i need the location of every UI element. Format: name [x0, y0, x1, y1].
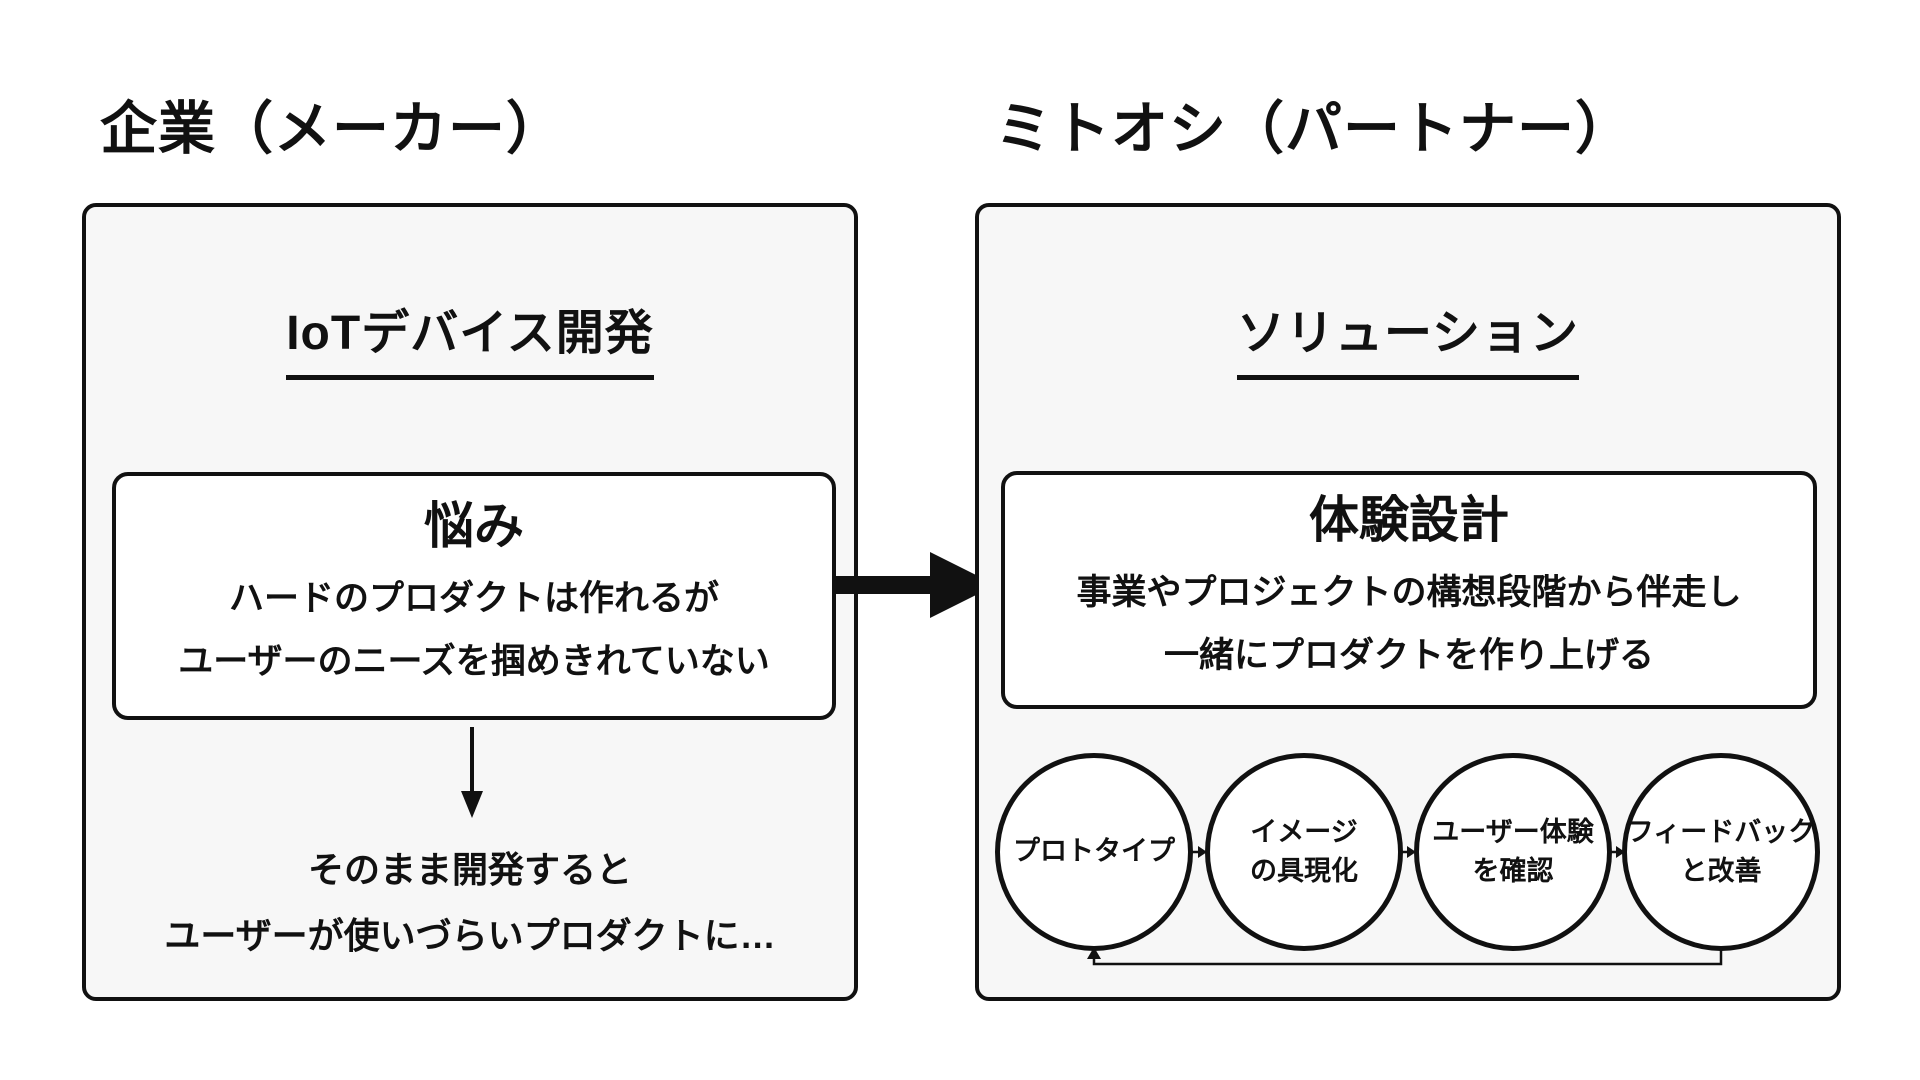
feedback-loop-arrow [1087, 947, 1723, 966]
step-arrow-icon [1190, 846, 1207, 858]
solution-card-line: 一緒にプロダクトを作り上げる [1163, 635, 1654, 675]
solution-card-line: 事業やプロジェクトの構想段階から伴走し [1076, 573, 1742, 613]
right-column-header: ミトオシ（パートナー） [995, 97, 1633, 161]
step-label: ユーザー体験 [1432, 816, 1594, 847]
step-circle-user-test: ユーザー体験 を確認 [1414, 753, 1612, 951]
solution-card: 体験設計 事業やプロジェクトの構想段階から伴走し 一緒にプロダクトを作り上げる [1001, 471, 1817, 709]
step-label: イメージ [1250, 816, 1358, 847]
step-label: フィードバック [1626, 816, 1816, 847]
down-arrow-icon [461, 727, 483, 818]
consequence-text: そのまま開発すると ユーザーが使いづらいプロダクトに… [86, 837, 854, 968]
problem-card: 悩み ハードのプロダクトは作れるが ユーザーのニーズを掴めきれていない [112, 472, 836, 720]
left-column-header: 企業（メーカー） [100, 97, 564, 161]
step-arrow-icon [1399, 846, 1416, 858]
problem-card-line: ユーザーのニーズを掴めきれていない [178, 641, 770, 681]
partner-panel-title-text: ソリューション [1236, 293, 1580, 380]
solution-card-title: 体験設計 [1309, 492, 1509, 549]
flow-arrow-icon [832, 552, 996, 618]
company-panel-title: IoTデバイス開発 [86, 293, 854, 380]
consequence-line: ユーザーが使いづらいプロダクトに… [164, 914, 776, 956]
consequence-line: そのまま開発すると [307, 849, 632, 890]
step-label: プロトタイプ [1013, 836, 1175, 867]
problem-card-line: ハードのプロダクトは作れるが [228, 579, 719, 619]
step-label: を確認 [1472, 856, 1554, 886]
partner-panel-title: ソリューション [979, 293, 1837, 380]
company-panel-title-text: IoTデバイス開発 [286, 293, 654, 380]
partner-panel: ソリューション 体験設計 事業やプロジェクトの構想段階から伴走し 一緒にプロダク… [975, 203, 1841, 1001]
step-label: と改善 [1680, 856, 1762, 886]
step-label: の具現化 [1250, 856, 1358, 886]
company-panel: IoTデバイス開発 悩み ハードのプロダクトは作れるが ユーザーのニーズを掴めき… [82, 203, 858, 1001]
step-circle-prototype: プロトタイプ [995, 753, 1193, 951]
step-arrow-icon [1608, 846, 1625, 858]
step-circle-feedback: フィードバック と改善 [1622, 753, 1820, 951]
step-circle-visualize: イメージ の具現化 [1205, 753, 1403, 951]
problem-card-title: 悩み [424, 498, 524, 555]
